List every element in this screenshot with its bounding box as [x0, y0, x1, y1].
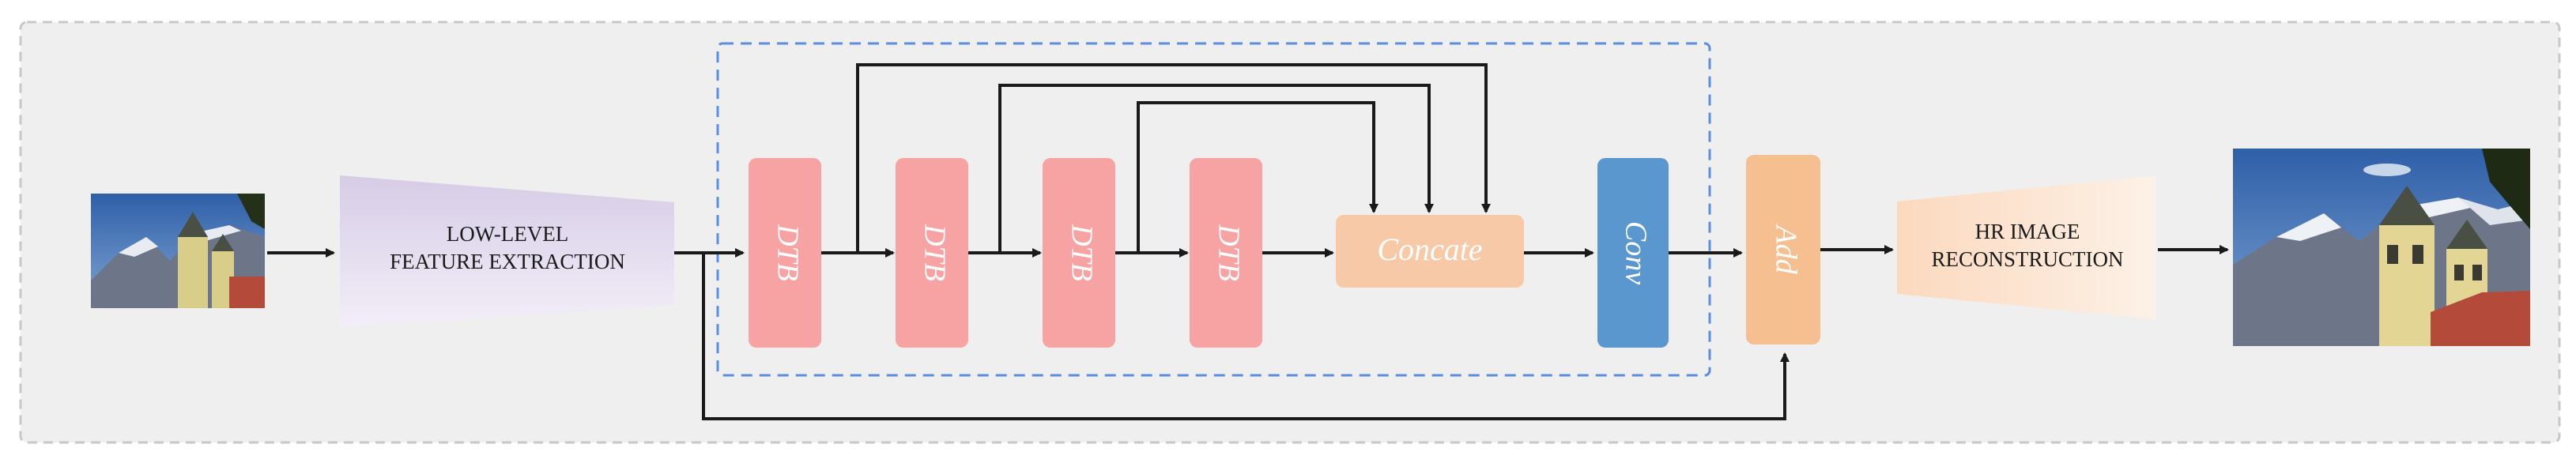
low-level-label-line2: FEATURE EXTRACTION [390, 250, 625, 273]
input-image [91, 194, 265, 308]
concate-label: Concate [1377, 232, 1482, 267]
dtb-block-4: DTB [1190, 158, 1262, 348]
skip-dtb2-to-concate [998, 84, 1434, 253]
dtb-block-1-label: DTB [771, 224, 804, 281]
dtb-module-dashed-box [716, 42, 1711, 377]
dtb-block-1: DTB [749, 158, 821, 348]
dtb-block-3-label: DTB [1065, 224, 1098, 281]
dtb-block-4-label: DTB [1212, 224, 1245, 281]
hr-label-line1: HR IMAGE [1975, 220, 2080, 243]
add-block: Add [1746, 155, 1820, 344]
skip-dtb3-to-concate [1137, 101, 1379, 253]
output-image [2233, 149, 2530, 346]
dtb-block-2-label: DTB [918, 224, 951, 281]
low-level-feature-extraction: LOW-LEVEL FEATURE EXTRACTION [340, 175, 674, 327]
dtb-block-3: DTB [1043, 158, 1115, 348]
skip-dtb1-to-concate [856, 63, 1491, 253]
conv-label: Conv [1619, 221, 1652, 284]
add-label: Add [1769, 223, 1802, 274]
hr-label-line2: RECONSTRUCTION [1931, 247, 2123, 271]
conv-block: Conv [1597, 158, 1669, 348]
concate-block: Concate [1336, 215, 1524, 288]
low-level-label-line1: LOW-LEVEL [447, 222, 568, 246]
hr-image-reconstruction: HR IMAGE RECONSTRUCTION [1897, 175, 2155, 319]
outer-panel [19, 21, 2561, 444]
dtb-block-2: DTB [896, 158, 968, 348]
global-skip-connection [702, 253, 1790, 420]
